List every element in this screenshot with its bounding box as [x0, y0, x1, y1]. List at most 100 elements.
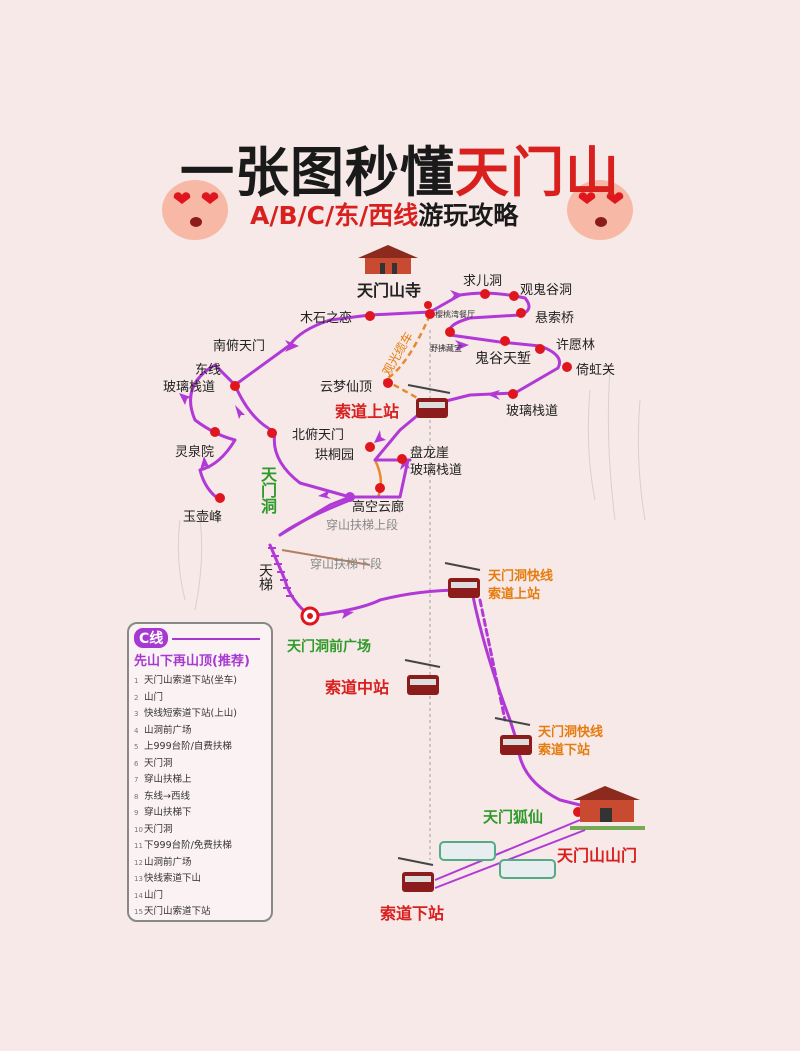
step-number: 6: [134, 759, 139, 768]
cable-car-icon: [404, 659, 441, 695]
legend-step: 11下999台阶/免费扶梯: [134, 838, 266, 855]
cable-car-icon: [397, 857, 434, 892]
step-number: 9: [134, 809, 139, 817]
step-number: 12: [134, 858, 143, 867]
legend-step: 9 穿山扶梯下: [134, 805, 266, 822]
step-text: 下999台阶/免费扶梯: [144, 840, 232, 851]
step-text: 快线短索道下站(上山): [144, 708, 237, 719]
cable-car-icon: [494, 717, 532, 755]
step-text: 上999台阶/自费扶梯: [144, 741, 232, 752]
step-text: 天门山索道下站(坐车): [144, 675, 237, 686]
step-number: 13: [134, 875, 143, 883]
label-temple: 天门山寺: [357, 281, 422, 300]
legend-step: 5 上999台阶/自费扶梯: [134, 739, 266, 756]
express-upper-line1: 天门洞快线: [488, 569, 554, 584]
label-gaokongyunlang: 高空云廊: [352, 500, 405, 515]
step-number: 2: [134, 693, 139, 702]
label-express-lower: 天门洞快线索道下站: [538, 724, 603, 760]
step-number: 14: [134, 891, 143, 900]
step-number: 11: [134, 842, 143, 850]
legend-step: 7 穿山扶梯上: [134, 772, 266, 789]
title-black: 一张图秒懂: [180, 141, 455, 204]
temple-icon: [358, 245, 418, 274]
step-text: 山门: [144, 889, 164, 901]
step-text: 快线索道下山: [144, 873, 202, 884]
express-lower-line2: 索道下站: [538, 743, 591, 758]
legend-divider: [172, 637, 261, 640]
step-text: 天门洞: [144, 757, 173, 769]
step-text: 穿山扶梯上: [144, 774, 192, 785]
label-guigutianqian: 鬼谷天堑: [475, 351, 531, 367]
step-text: 东线→西线: [144, 790, 190, 802]
label-middle-station: 索道中站: [325, 678, 390, 697]
express-lower-line1: 天门洞快线: [538, 725, 604, 740]
orange-connector: [373, 459, 383, 498]
label-lower-station: 索道下站: [380, 904, 445, 923]
step-text: 天门山索道下站: [144, 906, 211, 917]
legend-step: 10天门洞: [134, 822, 266, 839]
label-yuhufeng: 玉壶峰: [183, 510, 223, 525]
legend-step: 3 快线短索道下站(上山): [134, 706, 266, 723]
step-text: 山洞前广场: [144, 856, 192, 868]
legend-step: 6 天门洞: [134, 756, 266, 773]
step-text: 山洞前广场: [144, 724, 192, 736]
label-guanguigudong: 观鬼谷洞: [520, 283, 573, 298]
direction-arrows: [179, 290, 500, 619]
label-yefu: 野拂藏宝: [430, 344, 462, 353]
legend-step: 12山洞前广场: [134, 855, 266, 872]
sightseeing-cable-line: [382, 314, 432, 407]
express-upper-line2: 索道上站: [488, 587, 541, 602]
attraction-dots: [210, 289, 583, 817]
label-xuansuoqiao: 悬索桥: [535, 311, 575, 326]
label-gongtongyuan: 珙桐园: [315, 448, 355, 463]
legend-step: 8 东线→西线: [134, 789, 266, 806]
step-number: 5: [134, 743, 139, 751]
heart-eyes-emoji: [162, 180, 228, 240]
label-glass-west: 玻璃栈道: [163, 380, 216, 395]
label-qiuerdong: 求儿洞: [463, 274, 503, 289]
label-escalator-down: 穿山扶梯下段: [310, 557, 383, 571]
label-tianmendong: 天门洞: [258, 466, 277, 514]
page-title: 一张图秒懂天门山: [180, 128, 620, 207]
step-number: 10: [134, 825, 143, 834]
label-huxian: 天门狐仙: [483, 808, 544, 826]
legend-heading: 先山下再山顶(推荐): [134, 654, 250, 669]
shuttle-bus-icon: [499, 859, 556, 879]
label-mushizhilian: 木石之恋: [300, 311, 353, 326]
step-number: 8: [134, 792, 139, 801]
title-red: 天门山: [455, 141, 620, 204]
step-text: 天门洞: [144, 823, 173, 835]
step-text: 穿山扶梯下: [144, 807, 192, 818]
step-number: 4: [134, 726, 139, 735]
escalator-down-line: [281, 549, 371, 566]
legend-step: 14山门: [134, 888, 266, 905]
label-glass-panlong: 玻璃栈道: [410, 463, 463, 478]
label-east-line: 东线: [195, 363, 222, 378]
step-number: 3: [134, 710, 139, 718]
shuttle-bus-icon: [439, 841, 496, 861]
subtitle-lines: A/B/C/东/西线: [250, 201, 419, 230]
gate-temple-icon: [570, 786, 645, 830]
label-gate: 天门山山门: [557, 846, 638, 865]
heart-eyes-emoji: [567, 180, 633, 240]
label-yunmengxianding: 云梦仙顶: [320, 380, 373, 395]
cliff-lines: [177, 369, 646, 611]
label-nanfutianmen: 南俯天门: [213, 339, 266, 354]
label-glass-east: 玻璃栈道: [506, 404, 559, 419]
label-express-upper: 天门洞快线索道上站: [488, 568, 553, 604]
label-upper-station: 索道上站: [335, 402, 400, 421]
subtitle-guide: 游玩攻略: [418, 201, 519, 230]
label-square: 天门洞前广场: [287, 639, 371, 655]
cable-car-icon: [444, 562, 481, 598]
step-number: 7: [134, 776, 139, 784]
label-beifutianmen: 北俯天门: [292, 428, 345, 443]
label-escalator-up: 穿山扶梯上段: [326, 518, 399, 532]
legend-step: 4 山洞前广场: [134, 723, 266, 740]
label-restaurant: 樱桃湾餐厅: [435, 310, 475, 319]
legend-tag: C线: [134, 628, 169, 648]
